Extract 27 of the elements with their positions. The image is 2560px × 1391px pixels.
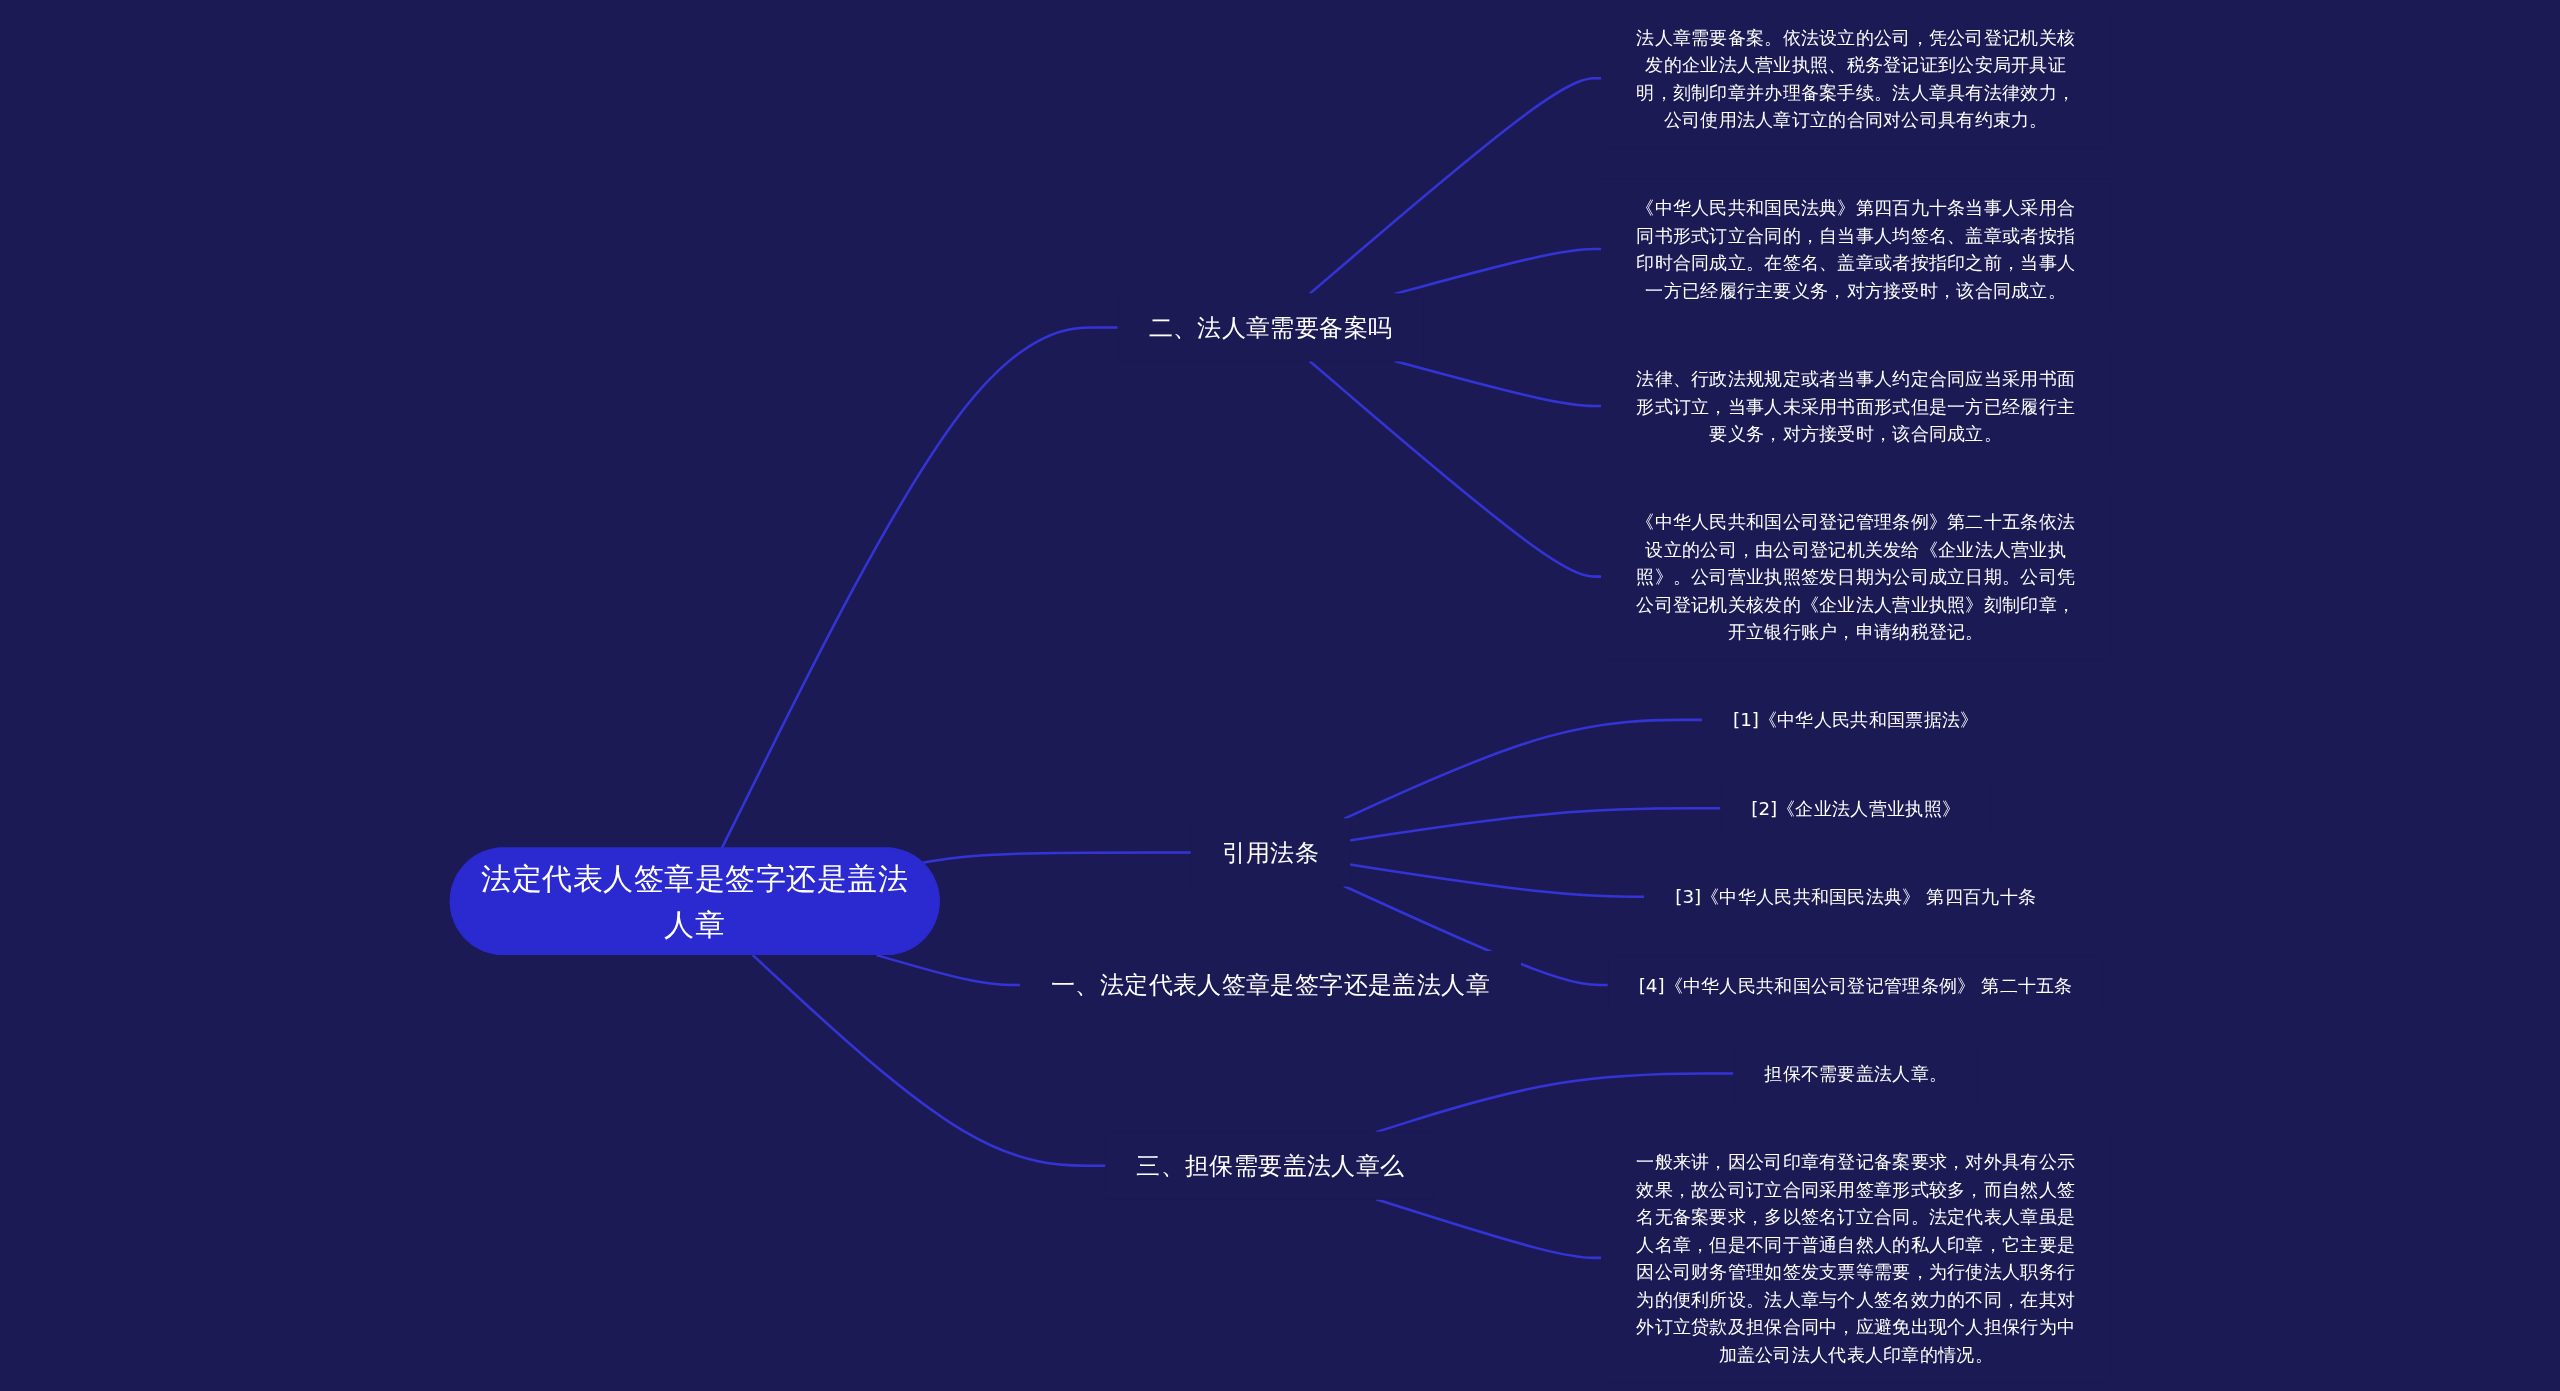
connector <box>720 326 1119 849</box>
connector <box>1375 1198 1602 1260</box>
node-text: [2]《企业法人营业执照》 <box>1751 797 1961 819</box>
node-text: [4]《中华人民共和国公司登记管理条例》 第二十五条 <box>1638 974 2073 996</box>
connector <box>751 954 1106 1167</box>
node-text: 担保不需要盖法人章。 <box>1764 1062 1948 1085</box>
connector <box>1308 76 1602 295</box>
node-text: 二、法人章需要备案吗 <box>1148 313 1393 342</box>
connector <box>1308 360 1602 578</box>
connector <box>1394 359 1602 408</box>
connector <box>1343 718 1703 821</box>
node-text: 引用法条 <box>1221 838 1320 867</box>
connector <box>876 953 1021 987</box>
connector <box>922 851 1192 865</box>
connector <box>1349 863 1645 898</box>
node-text: 法律、行政法规规定或者当事人约定合同应当采用书面形式订立，当事人未采用书面形式但是一方已经履行主要义务，对方接受时，该合同成立。 <box>1636 367 2076 445</box>
node-text: 《中华人民共和国民法典》第四百九十条当事人采用合同书形式订立合同的，自当事人均签名、盖章或者按指印时合同成立。在签名、盖章或者按指印之前，当事人一方已经履行主要义务，对方接受时，该合同成立。 <box>1636 197 2076 301</box>
node-text: 三、担保需要盖法人章么 <box>1136 1151 1405 1180</box>
node-text: 一般来讲，因公司印章有登记备案要求，对外具有公示效果，故公司订立合同采用签章形式较多，而自然人签名无备案要求，多以签名订立合同。法定代表人章虽是人名章，但是不同于普通自然人的私人印章，它主要是因公司财务管理如签发支票等需要，为行使法人职务行为的便利所设。法人章与个人签名效力的不同，在其对外订立贷款及担保合同中，应避免出现个人担保行为中加盖公司法人代表人印章的情况。 <box>1636 1151 2076 1365</box>
connector <box>1349 807 1721 842</box>
node-text: 一、法定代表人签章是签字还是盖法人章 <box>1050 970 1490 1000</box>
node-text: [1]《中华人民共和国票据法》 <box>1733 709 1979 731</box>
node-text: 法人章需要备案。依法设立的公司，凭公司登记机关核发的企业法人营业执照、税务登记证到公安局开具证明，刻制印章并办理备案手续。法人章具有法律效力，公司使用法人章订立的合同对公司具有约束力。 <box>1636 26 2076 131</box>
connector <box>1375 1072 1734 1134</box>
connector <box>1343 884 1609 987</box>
node-text: 《中华人民共和国公司登记管理条例》第二十五条依法设立的公司，由公司登记机关发给《企业法人营业执照》。公司营业执照签发日期为公司成立日期。公司凭公司登记机关核发的《企业法人营业执照》刻制印章，开立银行账户，申请纳税登记。 <box>1636 511 2076 643</box>
node-text: [3]《中华人民共和国民法典》 第四百九十条 <box>1675 886 2037 908</box>
